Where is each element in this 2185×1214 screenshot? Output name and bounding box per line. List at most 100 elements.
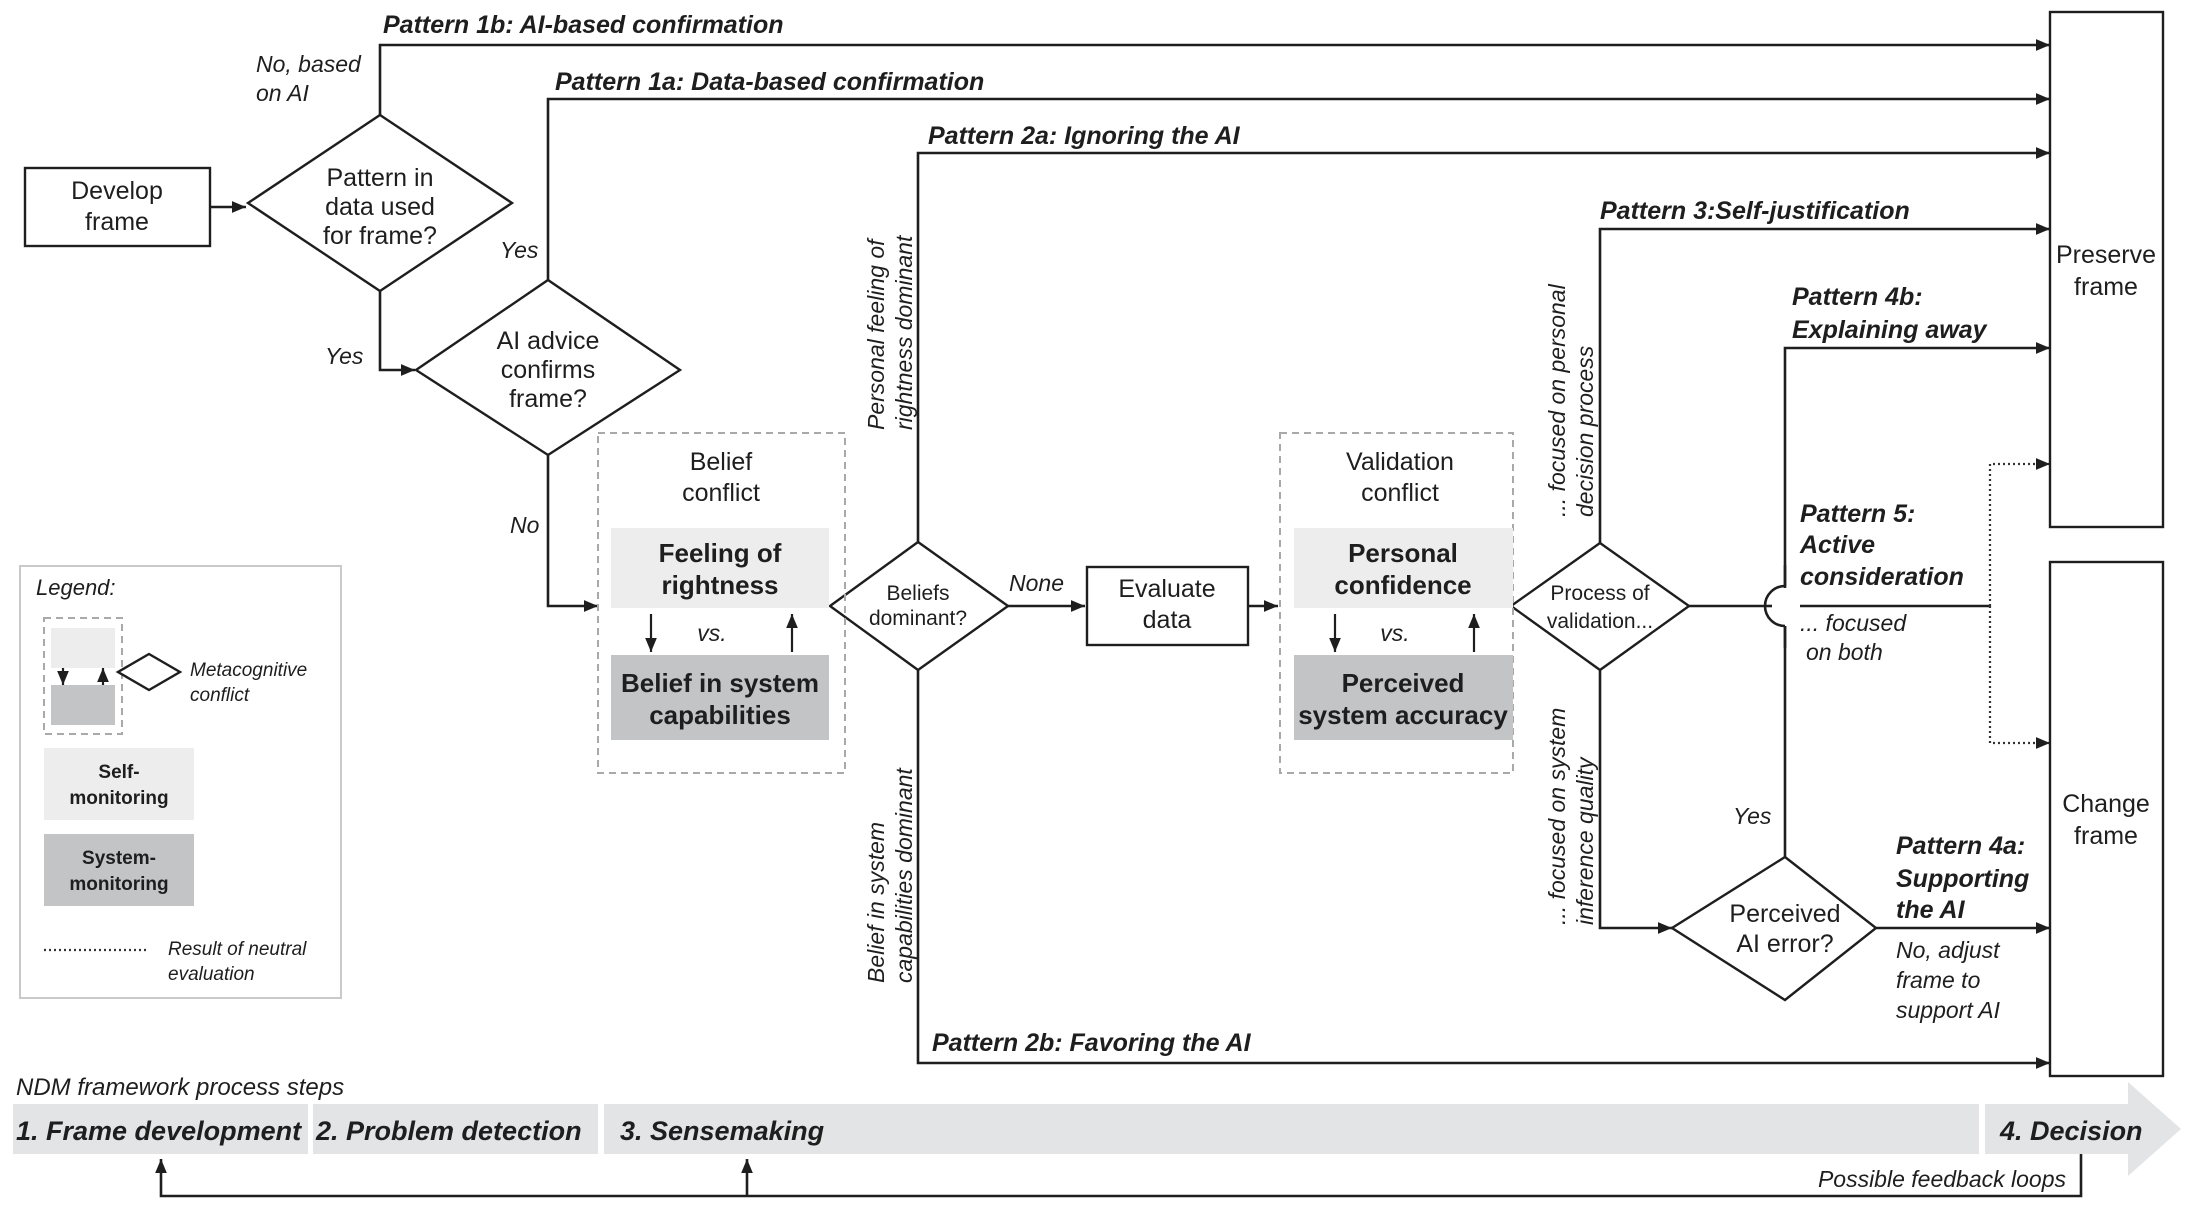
- perceived-error-label-2: AI error?: [1736, 930, 1833, 958]
- decision-pattern-in-data: Pattern in data used for frame?: [245, 113, 515, 293]
- pattern-1a-label: Pattern 1a: Data-based confirmation: [555, 68, 984, 96]
- belief-conflict-group: Belief conflict Feeling of rightness vs.…: [597, 432, 846, 774]
- edge-pattern-1b: [378, 39, 2050, 115]
- focused-both-label-1: ... focused: [1800, 610, 1907, 636]
- step-band-3: [604, 1104, 1979, 1154]
- belief-system-dominant-label-2: capabilities dominant: [891, 767, 917, 983]
- self-monitoring-box: [1294, 528, 1513, 608]
- belief-conflict-title-2: conflict: [682, 479, 760, 507]
- ndm-framework: NDM framework process steps 1. Frame dev…: [13, 1074, 2181, 1198]
- yes-label-1: Yes: [500, 237, 539, 263]
- focused-personal-label-1: ... focused on personal: [1544, 283, 1570, 517]
- ai-advice-label-1: AI advice: [497, 327, 600, 355]
- none-label: None: [1009, 570, 1064, 596]
- edge-pattern-1a: [546, 93, 2050, 280]
- pattern-5-label-3: consideration: [1800, 563, 1964, 591]
- framework-title: NDM framework process steps: [16, 1074, 344, 1101]
- legend-title: Legend:: [36, 575, 116, 600]
- preserve-frame-label-1: Preserve: [2056, 241, 2156, 269]
- personal-feeling-label-1: Personal feeling of: [863, 237, 889, 430]
- edge-neutral-change: [1988, 606, 2050, 749]
- legend-metacognitive-2: conflict: [190, 685, 250, 706]
- feedback-label: Possible feedback loops: [1818, 1166, 2067, 1192]
- personal-feeling-label-2: rightness dominant: [891, 234, 917, 430]
- ai-advice-label-2: confirms: [501, 356, 595, 384]
- process-validation-label-1: Process of: [1550, 582, 1649, 605]
- hop-mask: [1772, 588, 1798, 626]
- edge-pattern-3: [1598, 223, 2050, 543]
- personal-confidence-label-2: confidence: [1334, 570, 1471, 600]
- step-2-label: 2. Problem detection: [315, 1116, 582, 1146]
- legend: Legend: Metacognitive conflict Self- mon…: [19, 565, 342, 999]
- validation-vs-label: vs.: [1380, 620, 1409, 646]
- no-based-ai-label-1: No, based: [256, 51, 362, 77]
- edge-pattern-2b: [916, 670, 2050, 1069]
- yes-label-3: Yes: [1733, 803, 1772, 829]
- legend-self-label-2: monitoring: [69, 788, 168, 809]
- edge-pattern-4b: [1783, 342, 2050, 857]
- process-validation-label-2: validation...: [1547, 610, 1653, 633]
- legend-conflict-box: [43, 617, 123, 735]
- evaluate-data-label-2: data: [1143, 606, 1192, 634]
- belief-vs-label: vs.: [697, 620, 726, 646]
- edge-to-perceived-error: [1598, 670, 1672, 934]
- edge-neutral-preserve: [1988, 458, 2050, 606]
- belief-system-label-1: Belief in system: [621, 668, 819, 698]
- edge-pattern-2a: [916, 147, 2050, 542]
- develop-frame-label-2: frame: [85, 208, 149, 236]
- pattern-4b-label-2: Explaining away: [1792, 316, 1988, 344]
- step-4-label: 4. Decision: [1999, 1116, 2143, 1146]
- pattern-in-data-label-3: for frame?: [323, 222, 437, 250]
- legend-light-swatch: [51, 628, 115, 668]
- legend-neutral-2: evaluation: [168, 964, 255, 985]
- belief-conflict-title-1: Belief: [690, 448, 753, 476]
- feedback-loop-to-step-1: [155, 1154, 2083, 1198]
- pattern-4b-label-1: Pattern 4b:: [1792, 283, 1923, 311]
- step-1-label: 1. Frame development: [16, 1116, 302, 1146]
- no-label: No: [510, 512, 540, 538]
- beliefs-dominant-label-2: dominant?: [869, 607, 967, 630]
- step-band-1: [13, 1104, 308, 1154]
- legend-diamond: [115, 652, 183, 692]
- decision-process-validation: Process of validation...: [1508, 541, 1692, 672]
- self-monitoring-box: [611, 528, 829, 608]
- validation-conflict-group: Validation conflict Personal confidence …: [1279, 432, 1514, 774]
- evaluate-data-label-1: Evaluate: [1118, 575, 1215, 603]
- pattern-3-label: Pattern 3:Self-justification: [1600, 197, 1910, 225]
- decision-beliefs-dominant: Beliefs dominant?: [827, 540, 1011, 672]
- perceived-accuracy-label-2: system accuracy: [1298, 700, 1508, 730]
- pattern-in-data-label-2: data used: [325, 193, 435, 221]
- step-band-2: [313, 1104, 598, 1154]
- edge-yes-to-ai-advice: [378, 290, 415, 376]
- focused-system-label-1: ... focused on system: [1544, 708, 1570, 925]
- decision-ai-advice: AI advice confirms frame?: [413, 278, 683, 457]
- pattern-in-data-label-1: Pattern in: [326, 164, 433, 192]
- edge-no-to-belief: [546, 455, 598, 612]
- pattern-1b-label: Pattern 1b: AI-based confirmation: [383, 11, 784, 39]
- edge-labels: No, based on AI Yes Yes No None Personal…: [256, 51, 2001, 1023]
- step-3-label: 3. Sensemaking: [620, 1116, 825, 1146]
- no-adjust-label-2: frame to: [1896, 967, 1981, 993]
- develop-frame-box: Develop frame: [23, 166, 212, 248]
- pattern-5-label-2: Active: [1799, 531, 1875, 559]
- system-monitoring-box: [1294, 655, 1513, 740]
- pattern-2a-label: Pattern 2a: Ignoring the AI: [928, 122, 1241, 150]
- line-crossing-hop: [1763, 584, 1786, 628]
- pattern-4a-label-2: Supporting: [1896, 865, 2029, 893]
- feeling-rightness-label-2: rightness: [661, 570, 778, 600]
- yes-label-2: Yes: [325, 343, 364, 369]
- evaluate-data-box: Evaluate data: [1085, 565, 1250, 647]
- feeling-rightness-label-1: Feeling of: [659, 538, 782, 568]
- pattern-labels: Pattern 1b: AI-based confirmation Patter…: [383, 11, 2029, 1057]
- focused-system-label-2: inference quality: [1572, 756, 1598, 925]
- legend-neutral-1: Result of neutral: [168, 939, 307, 960]
- decision-perceived-error: Perceived AI error?: [1669, 855, 1878, 1002]
- focused-personal-label-2: decision process: [1572, 345, 1598, 517]
- legend-system-label-1: System-: [82, 848, 156, 869]
- change-frame-label-2: frame: [2074, 822, 2138, 850]
- preserve-frame-label-2: frame: [2074, 273, 2138, 301]
- ai-advice-label-3: frame?: [509, 385, 587, 413]
- develop-frame-label-1: Develop: [71, 177, 163, 205]
